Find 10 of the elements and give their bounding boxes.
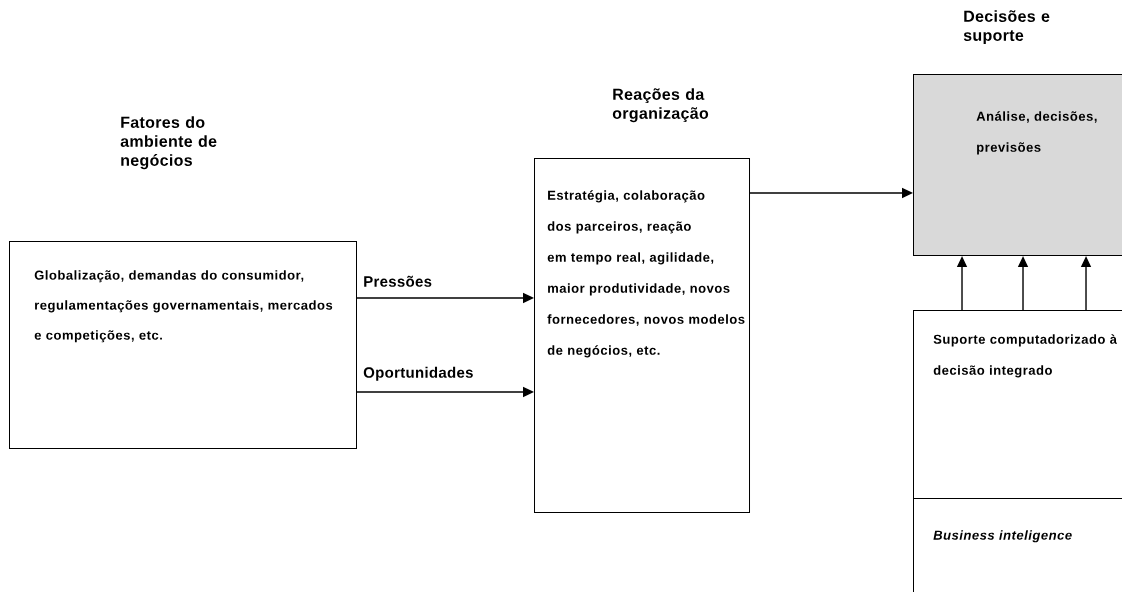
- edge-label: Oportunidades: [362, 365, 475, 382]
- process-box: Suporte computadorizado à decisão integrado: [913, 310, 1122, 499]
- node-heading: Reações da organização: [612, 88, 709, 123]
- process-box: Business inteligence: [913, 498, 1122, 592]
- node-heading: Fatores do ambiente de negócios: [120, 116, 217, 170]
- process-box: Globalização, demandas do consumidor, regulamentações governamentais, mercados e competições, etc.: [9, 241, 357, 449]
- node-heading: Decisões e suporte: [963, 10, 1050, 45]
- process-box: Análise, decisões, previsões: [913, 74, 1122, 256]
- edge-label: Pressões: [362, 274, 433, 288]
- process-box: Estratégia, colaboração dos parceiros, reação em tempo real, agilidade, maior produtividade, novos fornecedores, novos modelos de negócios, etc.: [534, 158, 750, 513]
